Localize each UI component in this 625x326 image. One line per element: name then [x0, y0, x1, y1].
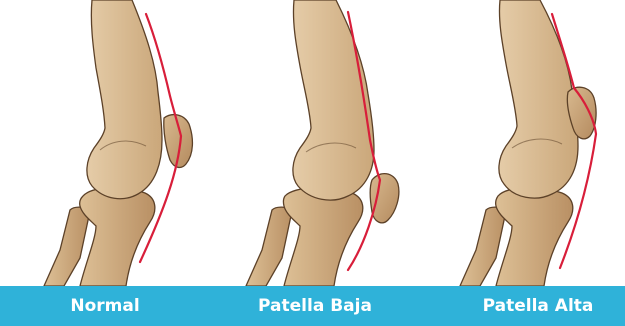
label-band: Normal Patella Baja Patella Alta [0, 286, 625, 326]
label-normal: Normal [40, 286, 170, 326]
fibula [246, 207, 292, 286]
patella [370, 174, 399, 223]
femur [293, 0, 374, 200]
tibia [80, 188, 155, 286]
label-patella-alta: Patella Alta [468, 286, 608, 326]
label-patella-baja: Patella Baja [245, 286, 385, 326]
knee-normal [44, 0, 192, 286]
knee-patella-alta [460, 0, 596, 286]
femur [499, 0, 578, 198]
tibia [283, 188, 362, 286]
tibia [496, 188, 573, 286]
knee-illustrations [0, 0, 625, 286]
knee-patella-baja [246, 0, 399, 286]
